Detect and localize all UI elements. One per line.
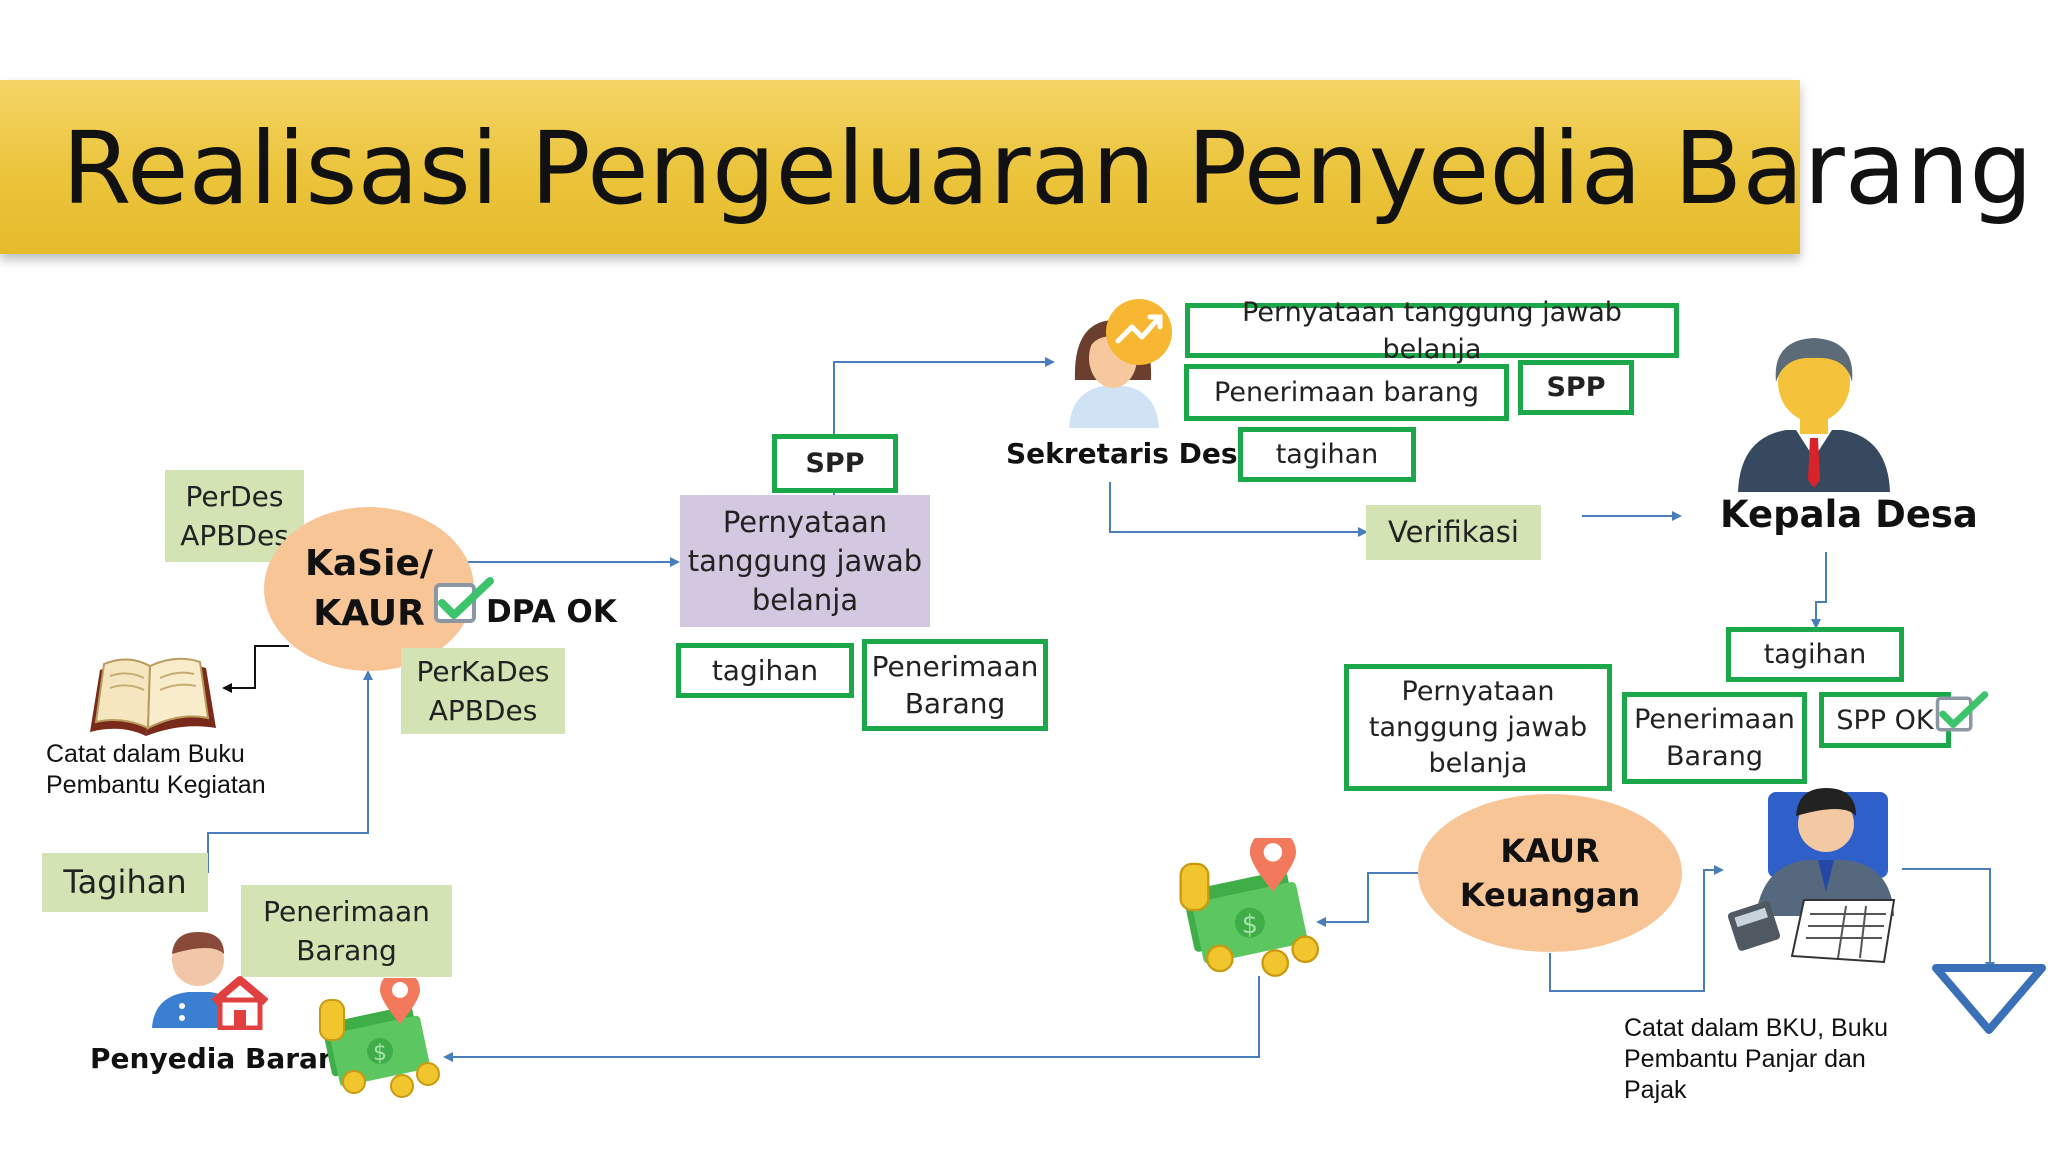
top-pertanggung-box: Pernyataan tanggung jawab belanja — [1185, 297, 1679, 365]
page-title: Realisasi Pengeluaran Penyedia Barang — [62, 110, 2033, 227]
arrow-kasie-to-book — [222, 645, 289, 693]
svg-text:$: $ — [1242, 909, 1258, 939]
right-tagihan-box: tagihan — [1726, 627, 1904, 682]
money-icon: $ — [1179, 838, 1320, 977]
arrow-kepala-to-tagihan — [1811, 552, 1827, 629]
tagihan-left-label: Tagihan — [42, 853, 208, 912]
accountant-icon — [1727, 788, 1896, 964]
top-spp-box: SPP — [1518, 360, 1634, 415]
sekretaris-desa-label: Sekretaris Desa — [1006, 437, 1257, 470]
arrow-kaur-to-money — [1316, 872, 1418, 927]
tagihan-mid-box: tagihan — [676, 643, 854, 698]
location-pin-icon — [380, 978, 420, 1024]
kepala-desa-label: Kepala Desa — [1720, 493, 1978, 536]
chart-badge-icon — [1106, 299, 1172, 365]
money-icon: $ — [319, 978, 440, 1098]
checkbox-check-icon — [1935, 691, 1989, 732]
arrow-to-triangle — [1902, 868, 1995, 972]
location-pin-icon — [1249, 838, 1296, 892]
arrow-sekretaris-to-verifikasi — [1109, 482, 1368, 537]
book-icon — [90, 657, 216, 736]
svg-text:$: $ — [373, 1041, 387, 1066]
house-icon — [211, 976, 268, 1030]
man-icon — [1738, 338, 1890, 492]
verifikasi-label: Verifikasi — [1366, 505, 1541, 560]
vendor-icon — [152, 932, 268, 1030]
top-penerimaan-box: Penerimaan barang — [1184, 364, 1509, 421]
triangle-icon — [1932, 964, 2046, 1034]
spp-mid-box: SPP — [772, 434, 898, 493]
kasie-kaur-node: KaSie/KAUR — [264, 507, 474, 671]
title-banner: Realisasi Pengeluaran Penyedia Barang — [0, 80, 2033, 254]
penyedia-barang-label: Penyedia Barang — [90, 1042, 358, 1075]
checkbox-check-icon — [434, 577, 494, 623]
dpa-ok-label: DPA OK — [486, 594, 617, 630]
arrow-money-to-penyedia — [443, 976, 1260, 1062]
top-tagihan-box: tagihan — [1238, 427, 1416, 482]
spp-ok-box: SPP OK — [1819, 692, 1951, 748]
